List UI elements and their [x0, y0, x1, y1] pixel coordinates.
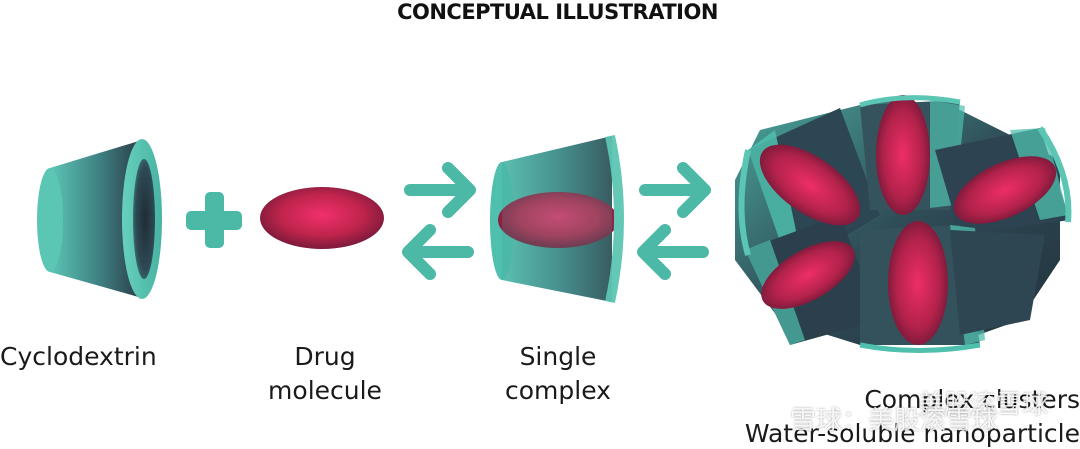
cyclodextrin-icon	[37, 139, 162, 299]
cyclodextrin-label: Cyclodextrin	[0, 342, 157, 371]
nanoparticle-cluster-icon	[735, 95, 1072, 353]
equilibrium-arrows-icon	[637, 162, 711, 280]
drug-molecule-icon	[260, 187, 384, 249]
watermark-line1: 美股滚雪球	[918, 390, 1049, 420]
drug-molecule-label: Drug molecule	[268, 342, 382, 405]
single-complex-icon	[490, 134, 624, 304]
complex-cluster-label: Complex clusters Water-soluble nanoparti…	[744, 385, 1080, 448]
single-complex-label: Single complex	[505, 342, 611, 405]
plus-icon	[186, 192, 242, 248]
watermark-line2: 雪球：美股滚雪球	[790, 406, 999, 436]
page-title: CONCEPTUAL ILLUSTRATION	[397, 0, 718, 24]
equilibrium-arrows-icon	[402, 162, 476, 280]
